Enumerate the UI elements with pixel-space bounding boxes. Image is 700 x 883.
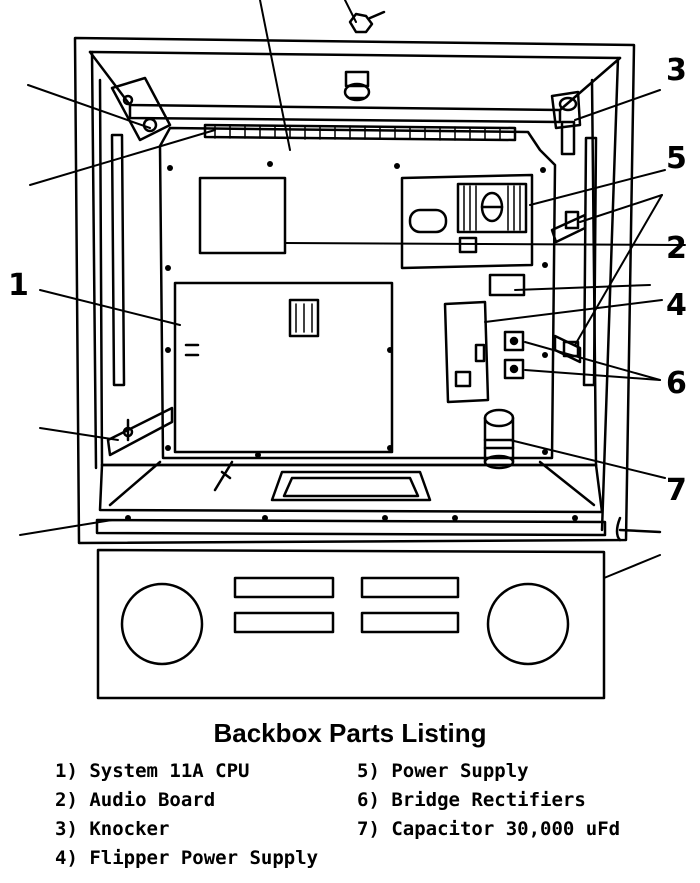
legend-item: 4) Flipper Power Supply	[55, 847, 319, 869]
hinge-bracket-upper	[110, 76, 172, 142]
callout-number-5: 5	[666, 141, 687, 176]
callout-number-7: 7	[666, 473, 687, 508]
backbox-diagram: 1 2 3 4 5 6 7	[8, 0, 687, 700]
right-bracket-lower	[553, 334, 582, 364]
hinge-bracket-lower	[106, 406, 174, 457]
lamp-socket	[343, 70, 371, 102]
capacitor-part	[483, 408, 515, 470]
legend-item: 1) System 11A CPU	[55, 760, 250, 782]
legend-list-left: 1) System 11A CPU 2) Audio Board 3) Knoc…	[55, 757, 318, 873]
leader-lines	[19, 0, 686, 579]
backbox-floor	[98, 460, 604, 514]
callout-number-4: 4	[666, 288, 687, 323]
speaker-panel	[96, 548, 606, 700]
lock-key	[348, 10, 386, 34]
legend-item: 3) Knocker	[55, 818, 170, 840]
callout-number-2: 2	[666, 231, 687, 266]
callout-number-6: 6	[666, 366, 687, 401]
legend-item: 7) Capacitor 30,000 uFd	[357, 818, 621, 840]
connector-block	[488, 273, 526, 297]
callout-number-1: 1	[8, 268, 29, 303]
legend-item: 5) Power Supply	[357, 760, 529, 782]
right-side-rail	[582, 136, 598, 387]
right-bracket-upper	[550, 213, 587, 244]
flipper-power-supply-board	[443, 300, 490, 404]
left-side-rail	[110, 133, 126, 387]
bridge-rectifiers	[503, 330, 525, 380]
legend-item: 6) Bridge Rectifiers	[357, 789, 586, 811]
legend-title: Backbox Parts Listing	[213, 718, 487, 748]
mounting-screws	[125, 161, 578, 521]
knocker-part	[550, 90, 582, 156]
audio-board	[198, 176, 287, 255]
speaker-grille	[203, 123, 517, 142]
callout-number-3: 3	[666, 53, 687, 88]
legend-item: 2) Audio Board	[55, 789, 216, 811]
cpu-board	[173, 281, 394, 454]
cabinet-frame	[73, 36, 636, 545]
power-supply-board	[400, 173, 534, 270]
trim-strip	[95, 518, 607, 537]
legend-list-right: 5) Power Supply 6) Bridge Rectifiers 7) …	[357, 757, 620, 844]
